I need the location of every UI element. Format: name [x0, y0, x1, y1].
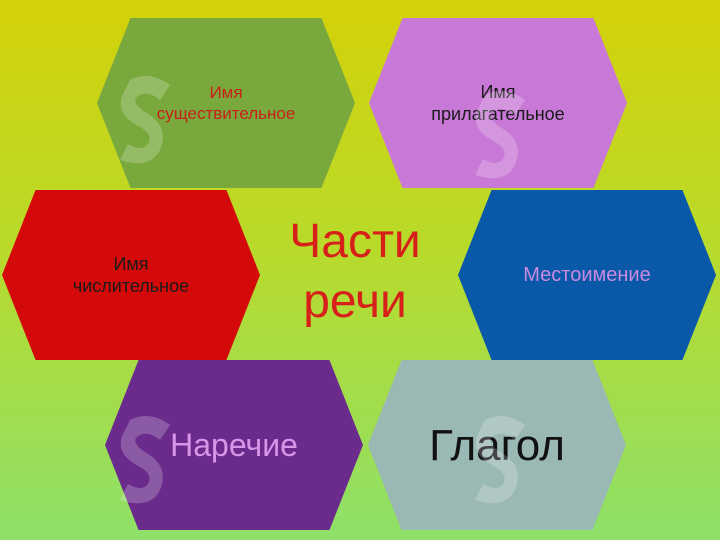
adjective-hexagon: Имя прилагательное — [369, 18, 627, 188]
pronoun-label: Местоимение — [523, 263, 651, 286]
adjective-label: Имя прилагательное — [431, 81, 564, 126]
numeral-hexagon: Имя числительное — [2, 190, 260, 360]
center-title-line1: Части — [289, 215, 421, 268]
numeral-label: Имя числительное — [73, 253, 189, 298]
pronoun-hexagon: Местоимение — [458, 190, 716, 360]
verb-hexagon: Глагол — [368, 360, 626, 530]
noun-hexagon: Имя существительное — [97, 18, 355, 188]
numeral-label-line1: Имя — [113, 253, 149, 274]
adjective-label-line2: прилагательное — [431, 104, 565, 124]
adjective-label-line1: Имя — [480, 81, 516, 102]
adverb-label: Наречие — [170, 427, 298, 463]
noun-label-line1: Имя — [209, 82, 243, 102]
numeral-label-line2: числительное — [72, 276, 190, 296]
adverb-hexagon: Наречие — [105, 360, 363, 530]
center-title-line2: речи — [303, 275, 407, 328]
noun-label: Имя существительное — [157, 82, 296, 125]
noun-label-line2: существительное — [156, 104, 296, 123]
center-title: Части речи — [255, 212, 455, 332]
verb-label: Глагол — [429, 420, 565, 470]
